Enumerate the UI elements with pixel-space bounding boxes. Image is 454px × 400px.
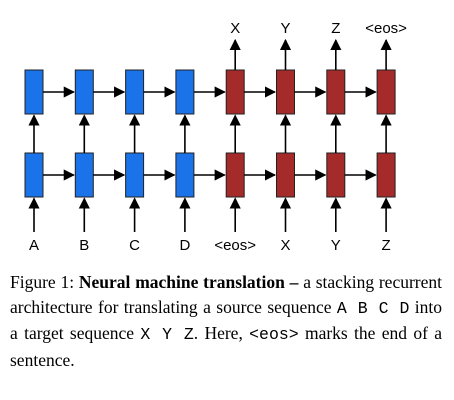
figure-caption: Figure 1: Neural machine translation – a… — [10, 270, 442, 372]
caption-text-2: into a target sequence — [10, 296, 442, 344]
encoder-cell-layer1-step3 — [125, 69, 145, 115]
decoder-cell-layer1-step7 — [326, 69, 346, 115]
caption-text-4: marks the end of a sentence. — [10, 323, 442, 370]
decoder-cell-layer2-step5 — [225, 152, 245, 198]
caption-eos: <eos> — [249, 325, 299, 344]
caption-target-seq: X Y Z — [140, 325, 194, 344]
output-token-label: Z — [331, 20, 340, 37]
input-token-label: Y — [331, 237, 341, 254]
encoder-cell-layer2-step4 — [175, 152, 195, 198]
decoder-cell-layer1-step8 — [376, 69, 396, 115]
caption-prefix: Figure 1: — [10, 272, 79, 292]
decoder-cell-layer2-step8 — [376, 152, 396, 198]
input-token-label: C — [129, 237, 140, 254]
encoder-cell-layer1-step1 — [24, 69, 44, 115]
decoder-cell-layer1-step6 — [276, 69, 295, 115]
caption-title: Neural machine translation – — [78, 272, 304, 292]
decoder-cell-layer2-step6 — [276, 152, 295, 198]
caption-source-seq: A B C D — [336, 298, 410, 318]
encoder-cell-layer2-step2 — [74, 152, 94, 198]
output-token-label: X — [230, 20, 240, 37]
encoder-cell-layer1-step2 — [74, 69, 94, 115]
caption-text-1: a stacking recurrent architecture for tr… — [10, 272, 442, 317]
input-token-label: X — [280, 237, 290, 254]
encoder-cell-layer2-step1 — [24, 152, 44, 198]
input-token-label: B — [79, 237, 89, 254]
output-token-label: <eos> — [365, 20, 407, 37]
decoder-cell-layer1-step5 — [225, 69, 245, 115]
input-token-label: <eos> — [214, 237, 256, 254]
input-token-label: A — [29, 237, 39, 254]
input-token-label: D — [179, 237, 190, 254]
rnn-diagram: A B C D <eos> X X Y Y Z Z <eos> — [24, 20, 407, 254]
caption-text-3: . Here, — [193, 323, 250, 343]
encoder-cell-layer1-step4 — [175, 69, 195, 115]
output-token-label: Y — [280, 20, 290, 37]
decoder-cell-layer2-step7 — [326, 152, 346, 198]
encoder-cell-layer2-step3 — [125, 152, 145, 198]
input-token-label: Z — [382, 237, 391, 254]
